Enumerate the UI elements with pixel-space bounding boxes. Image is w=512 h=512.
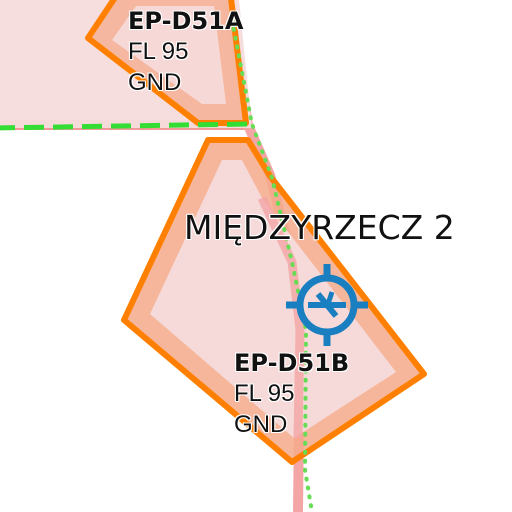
zone-ep-d51a-lower-limit: GND <box>128 69 182 96</box>
zone-ep-d51b[interactable] <box>121 137 427 465</box>
zone-ep-d51b-outline <box>121 137 427 465</box>
zone-ep-d51a-upper-limit: FL 95 <box>128 38 189 65</box>
zone-ep-d51b-boundary-overlay <box>257 196 305 439</box>
zone-ep-d51a-name: EP-D51A <box>128 7 244 35</box>
zone-ep-d51b-lower-limit: GND <box>234 411 288 438</box>
zone-ep-d51b-inner <box>150 160 396 438</box>
place-name-label: MIĘDZYRZECZ 2 <box>184 208 455 247</box>
boundary-green-dotted <box>230 18 314 512</box>
zone-ep-d51b-name: EP-D51B <box>234 349 350 377</box>
zone-ep-d51b-upper-limit: FL 95 <box>234 380 295 407</box>
zone-ep-d51a-inner <box>112 6 226 104</box>
boundary-green-dashed <box>0 121 249 131</box>
airfield-icon[interactable] <box>284 262 370 348</box>
